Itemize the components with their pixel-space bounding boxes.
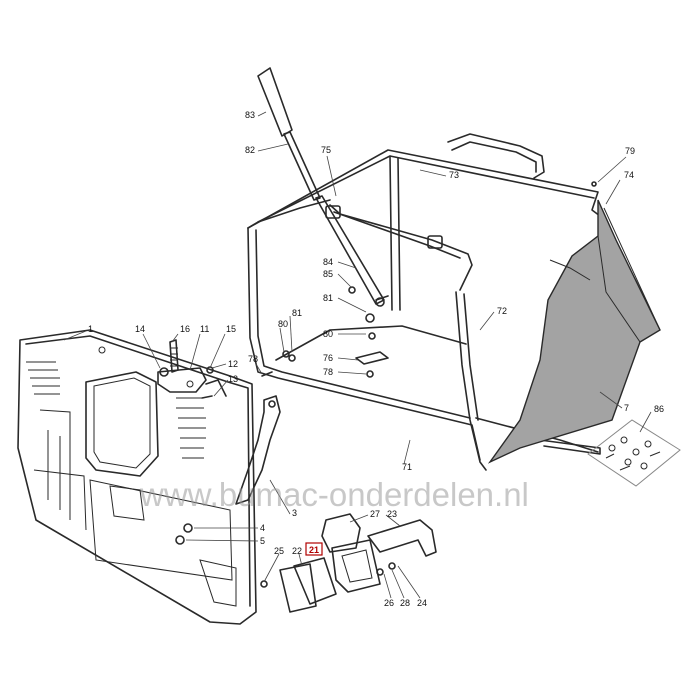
callout-78: 78 (248, 354, 258, 364)
watermark: www.bumac-onderdelen.nl (139, 476, 529, 513)
callout-12: 12 (228, 359, 238, 369)
callout-4: 4 (260, 523, 265, 533)
callout-labels: 83 82 75 73 79 74 84 85 81 81 80 80 72 7… (88, 110, 664, 608)
callout-23: 23 (387, 509, 397, 519)
grass-bag (487, 199, 661, 464)
handle-lever (257, 67, 385, 307)
callout-1: 1 (88, 324, 93, 334)
callout-14: 14 (135, 324, 145, 334)
callout-74: 74 (624, 170, 634, 180)
callout-78: 78 (323, 367, 333, 377)
frame-fasteners (261, 181, 597, 378)
callout-75: 75 (321, 145, 331, 155)
callout-13: 13 (228, 374, 238, 384)
callout-22: 22 (292, 546, 302, 556)
hardware-kit (587, 419, 681, 487)
callout-3: 3 (292, 508, 297, 518)
callout-79: 79 (625, 146, 635, 156)
callout-76: 76 (323, 353, 333, 363)
callout-25: 25 (274, 546, 284, 556)
callout-73: 73 (449, 170, 459, 180)
callout-27: 27 (370, 509, 380, 519)
callout-7: 7 (624, 403, 629, 413)
callout-83: 83 (245, 110, 255, 120)
callout-16: 16 (180, 324, 190, 334)
callout-80: 80 (323, 329, 333, 339)
callout-11: 11 (200, 324, 209, 334)
bag-frame (247, 133, 601, 471)
callout-85: 85 (323, 269, 333, 279)
callout-86: 86 (654, 404, 664, 414)
callout-28: 28 (400, 598, 410, 608)
latch-parts (157, 339, 281, 545)
callout-26: 26 (384, 598, 394, 608)
callout-80: 80 (278, 319, 288, 329)
callout-15: 15 (226, 324, 236, 334)
callout-81: 81 (323, 293, 333, 303)
callout-71: 71 (402, 462, 412, 472)
callout-24: 24 (417, 598, 427, 608)
callout-21: 21 (309, 545, 319, 555)
latch-assembly (260, 513, 437, 613)
callout-21-box (305, 542, 323, 556)
callout-82: 82 (245, 145, 255, 155)
rear-plate (17, 329, 257, 625)
leader-lines (63, 111, 652, 599)
callout-5: 5 (260, 536, 265, 546)
callout-84: 84 (323, 257, 333, 267)
callout-72: 72 (497, 306, 507, 316)
callout-81: 81 (292, 308, 302, 318)
